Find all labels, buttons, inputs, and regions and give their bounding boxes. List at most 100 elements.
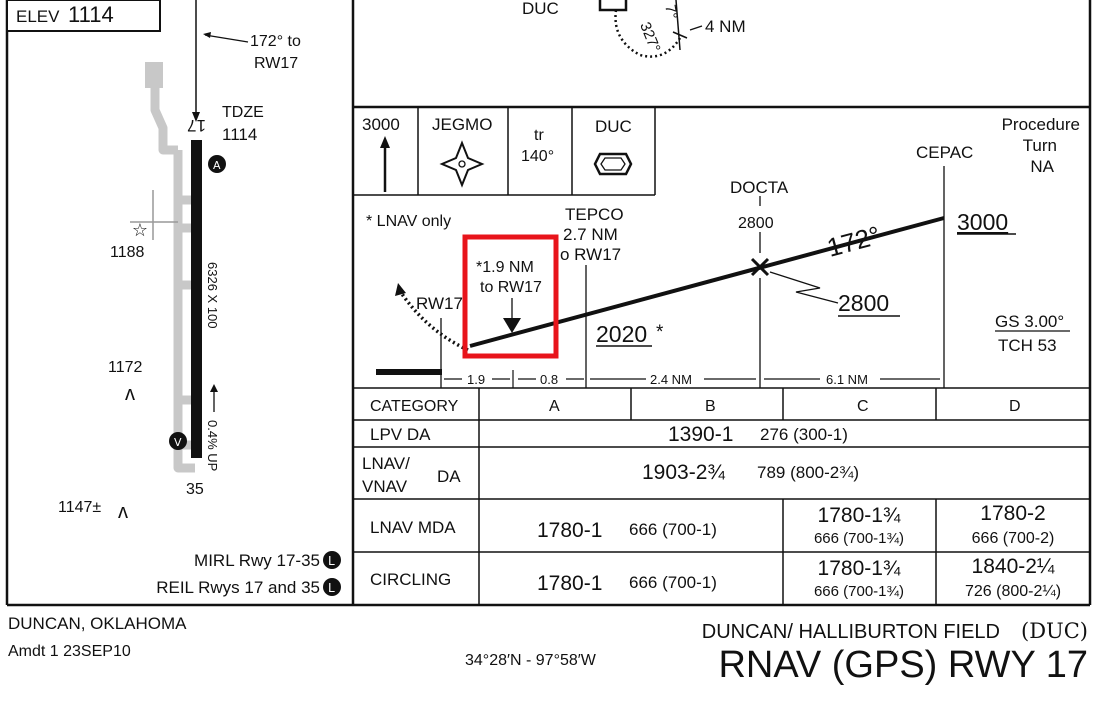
obstacle-1188: 1188 [110, 244, 145, 261]
circling-ab-minimum-sub: 666 (700-1) [629, 573, 717, 592]
glideslope-angle: GS 3.00° [995, 312, 1064, 331]
profile-view: 3000 JEGMO tr 140° DUC Procedure Turn NA… [353, 107, 1090, 389]
climb-arrow-icon [380, 136, 390, 148]
procedure-turn-note: Procedure [1002, 115, 1080, 134]
vor-dme-icon [598, 0, 628, 12]
distance-segment: 0.8 [540, 372, 558, 387]
lnav-ab-minimum: 1780-1 [537, 519, 602, 542]
lnav-d-minimum-sub: 666 (700-2) [972, 530, 1055, 547]
cepac-altitude: 3000 [957, 209, 1008, 235]
lnav-c-minimum-sub: 666 (700-1¾) [814, 530, 904, 547]
docta-altitude: 2800 [738, 215, 774, 232]
row-label-lnav-vnav-2: VNAV [362, 477, 408, 496]
svg-text:A: A [213, 159, 221, 172]
airport-diagram: ELEV 1114 172° to RW17 TDZE 1114 17 35 6… [6, 0, 341, 597]
table-header-cat-c: C [857, 398, 869, 415]
airport-identifier: (DUC) [1021, 619, 1088, 643]
runway-number-top: 17 [187, 116, 206, 135]
minima-table: CATEGORY A B C D LPV DA 1390-1 276 (300-… [353, 388, 1090, 605]
distance-segment: 2.4 NM [650, 372, 692, 387]
lnav-d-minimum: 1780-2 [980, 502, 1045, 525]
plan-course-partial: 7° [661, 3, 680, 20]
circling-d-minimum-sub: 726 (800-2¼) [965, 583, 1061, 600]
lnav-c-minimum: 1780-1¾ [818, 504, 901, 527]
lnav-ab-minimum-sub: 666 (700-1) [629, 520, 717, 539]
glide-path [469, 216, 945, 348]
lighting-badge-icon [323, 578, 341, 596]
distance-segment: 1.9 [467, 372, 485, 387]
airport-coordinates: 34°28′N - 97°58′W [465, 652, 597, 669]
approach-light-marker-bottom [169, 432, 187, 450]
obstacle-beacon-icon: ☆ [132, 220, 148, 240]
plan-view-fragment: DUC 327° 7° 4 NM [522, 0, 746, 58]
row-label-lnav-vnav: LNAV/ [362, 454, 410, 473]
lpv-minimum: 1390-1 [668, 423, 733, 446]
svg-text:L: L [328, 554, 335, 568]
mirl-note: MIRL Rwy 17-35 [194, 551, 320, 570]
elevation-label: ELEV [16, 7, 60, 26]
lnav-vnav-minimum-sub: 789 (800-2¾) [757, 463, 859, 482]
tepco-ref: o RW17 [560, 245, 621, 264]
plan-fix-duc: DUC [522, 0, 559, 18]
vdp-note-2: to RW17 [480, 279, 542, 296]
reil-note: REIL Rwys 17 and 35 [156, 578, 320, 597]
procedure-turn-note-2: Turn [1023, 136, 1057, 155]
obstacle-1147: 1147± [58, 499, 101, 516]
obstacle-icon: ʌ [118, 501, 128, 523]
lightning-arrow [769, 271, 839, 304]
missed-approach-altitude: 3000 [362, 115, 400, 134]
table-header-cat-b: B [705, 398, 716, 415]
svg-text:L: L [328, 581, 335, 595]
chart-frame [5, 0, 1092, 607]
table-header-cat-d: D [1009, 398, 1021, 415]
taxiways [145, 62, 195, 473]
elevation-value: 1114 [68, 2, 114, 27]
circling-c-minimum: 1780-1¾ [818, 557, 901, 580]
track-value: 140° [521, 148, 554, 165]
runway-17-35 [191, 140, 202, 458]
elevation-box [6, 0, 161, 32]
row-label-lnav: LNAV MDA [370, 518, 456, 537]
vdp-arrow-icon [503, 318, 521, 333]
threshold-rw17: RW17 [416, 294, 463, 313]
runway-profile-bar [376, 369, 442, 375]
row-label-lnav-vnav-da: DA [437, 467, 461, 486]
runway-number-bottom: 35 [186, 481, 204, 498]
row-label-lpv: LPV DA [370, 425, 431, 444]
vdp-note: *1.9 NM [476, 259, 534, 276]
circling-d-minimum: 1840-2¼ [972, 555, 1055, 578]
track-label: tr [534, 127, 544, 144]
docta-min-altitude: 2800 [838, 290, 889, 316]
row-label-circling: CIRCLING [370, 570, 451, 589]
plan-course: 327° [636, 20, 663, 55]
tdze-value: 1114 [222, 125, 257, 144]
fix-docta: DOCTA [730, 178, 789, 197]
lnav-only-note: * LNAV only [366, 213, 451, 230]
runway-dimensions: 6326 X 100 [205, 262, 220, 329]
table-header-cat-a: A [549, 398, 560, 415]
tepco-distance: 2.7 NM [563, 225, 618, 244]
heading-note-2: RW17 [254, 55, 298, 72]
missed-approach-path [396, 287, 469, 352]
svg-text:V: V [174, 436, 182, 449]
circling-ab-minimum: 1780-1 [537, 572, 602, 595]
fix-cepac: CEPAC [916, 143, 973, 162]
obstacle-icon: ʌ [125, 383, 135, 405]
circling-c-minimum-sub: 666 (700-1¾) [814, 583, 904, 600]
table-header-category: CATEGORY [370, 398, 459, 415]
lighting-badge-icon [323, 551, 341, 569]
lpv-minimum-sub: 276 (300-1) [760, 425, 848, 444]
approach-light-marker-top [208, 155, 226, 173]
obstacle-1172: 1172 [108, 359, 143, 376]
runway-slope: 0.4% UP [205, 420, 220, 471]
plan-distance: 4 NM [705, 17, 746, 36]
step-down-altitude: 2020 [596, 321, 647, 347]
heading-note: 172° to [250, 33, 301, 50]
missed-approach-fix-jegmo: JEGMO [432, 115, 492, 134]
highlight-box [462, 234, 559, 359]
procedure-title: RNAV (GPS) RWY 17 [718, 644, 1088, 686]
threshold-crossing-height: TCH 53 [998, 336, 1057, 355]
chart-footer: DUNCAN, OKLAHOMA Amdt 1 23SEP10 34°28′N … [8, 614, 1088, 686]
fix-tepco: TEPCO [565, 205, 624, 224]
